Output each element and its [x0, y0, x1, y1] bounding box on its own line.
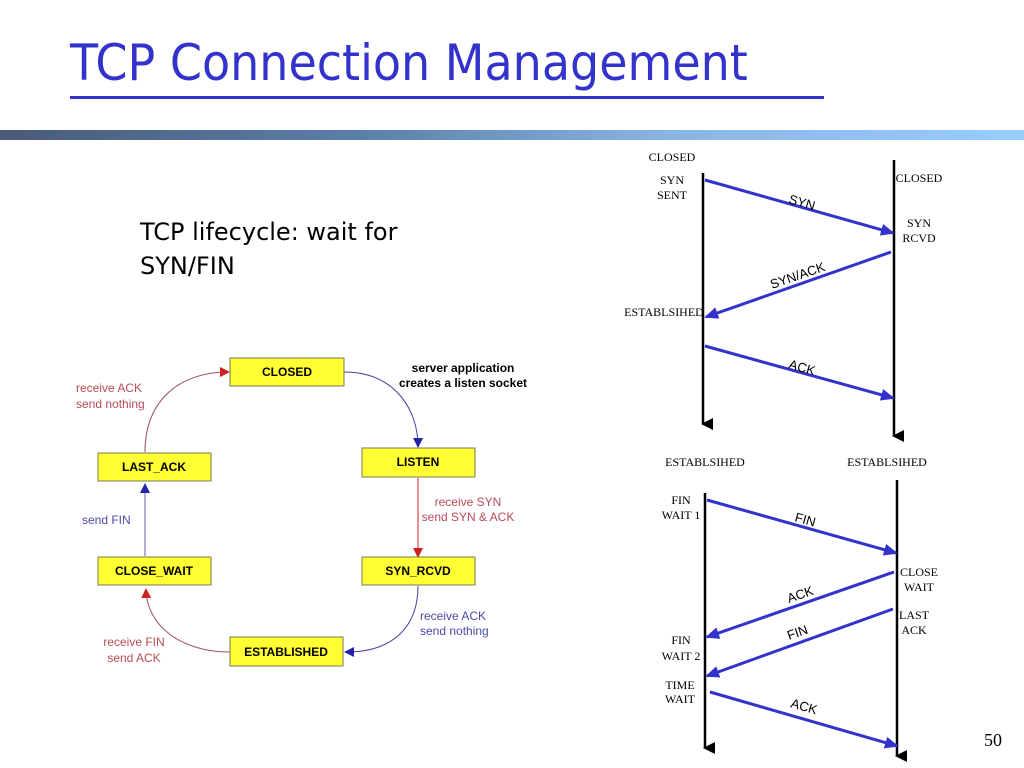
state-closed-label: CLOSED [262, 365, 312, 379]
message-fin-2-arrow [705, 607, 894, 678]
message-ack-label: ACK [787, 356, 817, 378]
state-diagram: CLOSED LISTEN SYN_RCVD ESTABLISHED CLOSE… [76, 357, 527, 667]
client-state-fin-wait-1-a: FIN [671, 493, 691, 507]
label-last-ack-to-closed-1: receive ACK [76, 381, 142, 395]
label-closed-to-listen-1: server application [412, 361, 515, 375]
message-fin-1-arrow [706, 498, 898, 556]
slide-title: TCP Connection Management [70, 34, 748, 92]
state-established-label: ESTABLISHED [244, 645, 328, 659]
label-close-wait-to-last-ack: send FIN [82, 513, 131, 527]
state-syn-rcvd-label: SYN_RCVD [385, 564, 451, 578]
message-syn-arrow [704, 178, 895, 236]
message-syn-ack-label: SYN/ACK [768, 259, 827, 292]
message-ack-1-arrow [705, 570, 895, 639]
state-syn-rcvd: SYN_RCVD [361, 556, 476, 586]
server-state-close-wait-a: CLOSE [900, 565, 938, 579]
message-ack-arrow [704, 344, 895, 401]
client-end-established: ESTABLSIHED [665, 455, 745, 469]
state-last-ack: LAST_ACK [97, 452, 212, 482]
message-ack-2-arrow [709, 690, 899, 749]
title-underline [70, 96, 824, 99]
message-syn-label: SYN [787, 191, 817, 213]
page-number: 50 [984, 730, 1002, 750]
header-gradient-bar [0, 130, 1024, 140]
server-state-close-wait-b: WAIT [904, 580, 935, 594]
message-fin-2-label: FIN [785, 622, 810, 643]
transition-syn-rcvd-to-established [344, 585, 419, 657]
client-state-time-wait-b: WAIT [665, 692, 696, 706]
client-state-fin-wait-2-b: WAIT 2 [662, 649, 701, 663]
client-state-syn-sent-1: SYN [660, 173, 684, 187]
state-last-ack-label: LAST_ACK [122, 460, 186, 474]
transition-last-ack-to-closed [144, 367, 230, 453]
state-established: ESTABLISHED [229, 636, 344, 667]
state-close-wait-label: CLOSE_WAIT [115, 564, 194, 578]
label-syn-rcvd-to-established-1: receive ACK [420, 609, 486, 623]
client-state-syn-sent-2: SENT [657, 188, 688, 202]
server-state-syn-rcvd-1: SYN [907, 216, 931, 230]
state-listen-label: LISTEN [397, 455, 440, 469]
label-listen-to-syn-rcvd-1: receive SYN [435, 495, 502, 509]
state-close-wait: CLOSE_WAIT [97, 556, 212, 586]
slide-subtitle: TCP lifecycle: wait for SYN/FIN [140, 218, 398, 280]
message-fin-1-label: FIN [793, 509, 817, 529]
server-state-closed: CLOSED [896, 171, 943, 185]
transition-established-to-close-wait [141, 588, 231, 653]
label-established-to-close-wait-1: receive FIN [103, 635, 164, 649]
close-sequence-diagram: FIN ACK FIN ACK FIN WAIT 1 FIN WAIT 2 TI… [662, 480, 938, 762]
client-state-established: ESTABLSIHED [624, 305, 704, 319]
client-state-time-wait-a: TIME [665, 678, 694, 692]
client-state-closed: CLOSED [649, 150, 696, 164]
state-listen: LISTEN [361, 447, 476, 478]
server-state-last-ack-b: ACK [901, 623, 927, 637]
server-state-last-ack-a: LAST [899, 608, 930, 622]
label-last-ack-to-closed-2: send nothing [76, 397, 145, 411]
label-closed-to-listen-2: creates a listen socket [399, 376, 527, 390]
message-syn-ack-arrow [704, 250, 892, 319]
client-state-fin-wait-2-a: FIN [671, 633, 691, 647]
label-listen-to-syn-rcvd-2: send SYN & ACK [422, 510, 515, 524]
transition-closed-to-listen [343, 371, 423, 448]
client-state-fin-wait-1-b: WAIT 1 [662, 508, 701, 522]
server-state-syn-rcvd-2: RCVD [902, 231, 936, 245]
message-ack-2-label: ACK [789, 695, 819, 717]
label-syn-rcvd-to-established-2: send nothing [420, 624, 489, 638]
open-sequence-diagram: SYN SYN/ACK ACK CLOSED SYN SENT ESTABLSI… [624, 150, 943, 469]
server-end-established: ESTABLSIHED [847, 455, 927, 469]
label-established-to-close-wait-2: send ACK [107, 651, 160, 665]
state-closed: CLOSED [229, 357, 345, 387]
